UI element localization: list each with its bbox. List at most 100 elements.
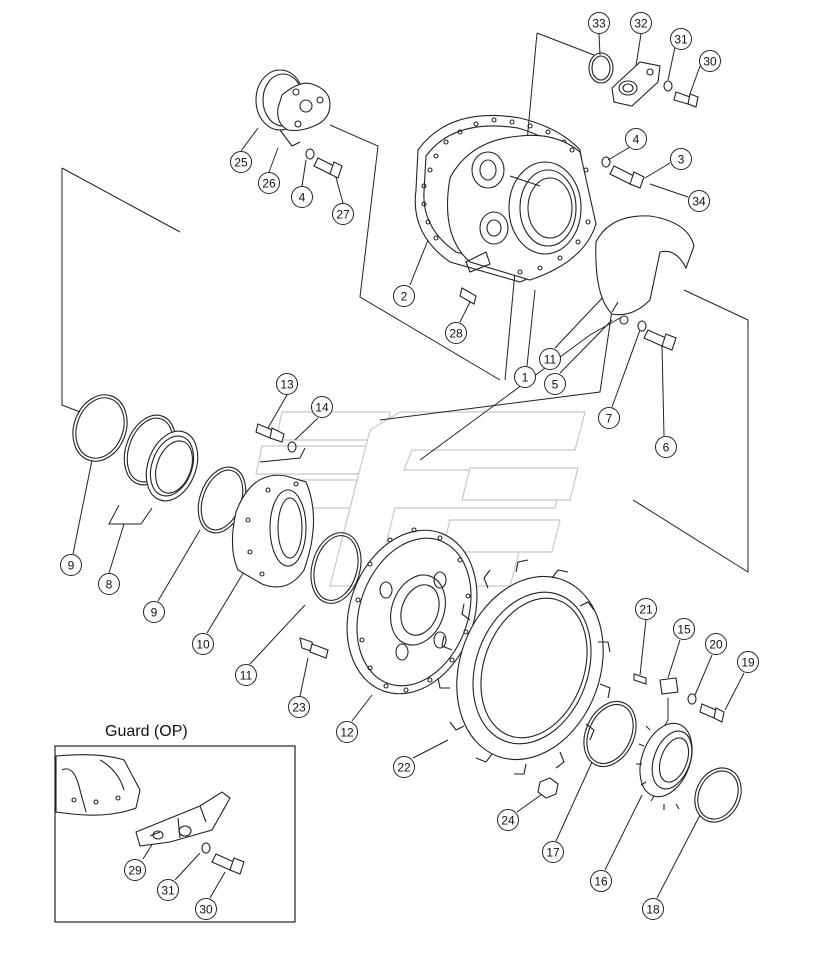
callout-circle [124,859,146,881]
callout-label: 3 [678,153,685,167]
callout-label: 11 [544,353,557,367]
callout-circle [98,573,120,595]
callout-circle [544,373,566,395]
callout-circle [539,348,561,370]
callout-label: 6 [663,441,670,455]
callout-label: 9 [68,559,75,573]
part-1-housing [447,134,597,281]
callout-c26: 26 [258,172,280,194]
callout-label: 30 [199,903,213,917]
callout-circle [258,172,280,194]
callout-c20: 20 [705,633,727,655]
callout-circle [143,601,165,623]
part-16-locknut [636,722,693,810]
callout-c19: 19 [737,651,759,673]
part-18-oring [694,767,742,823]
callout-c5: 5 [544,373,566,395]
callout-circle [332,203,354,225]
callout-label: 8 [106,578,113,592]
callout-c34: 34 [688,190,710,212]
callout-label: 23 [292,701,306,715]
callout-c32: 32 [630,12,652,34]
part-30-bolt [673,91,699,108]
part-4-washer [305,148,315,160]
callout-c4a: 4 [625,128,647,150]
part-23-bolt [299,637,329,659]
callout-circle [590,870,612,892]
callout-label: 13 [280,378,294,392]
callout-label: 28 [449,327,463,341]
callout-label: 16 [594,875,608,889]
callout-circle [699,50,721,72]
callout-label: 29 [128,864,142,878]
inset-title: Guard (OP) [105,723,188,740]
part-9-oring [72,394,128,462]
callout-c31b: 31 [157,879,179,901]
callout-label: 10 [196,638,210,652]
callout-c4b: 4 [291,186,313,208]
part-22-sprocket [437,559,611,775]
callout-circle [642,898,664,920]
callout-circle [157,879,179,901]
callout-c8: 8 [98,573,120,595]
part-10-retainer [231,474,315,588]
part-28-pin [459,287,477,305]
callout-circle [670,28,692,50]
callout-c24: 24 [497,809,519,831]
callout-label: 12 [340,726,354,740]
callout-label: 34 [692,195,706,209]
part-31-washer [663,80,673,92]
callout-circle [588,12,610,34]
part-19-bolt [699,703,725,723]
callout-c29: 29 [124,859,146,881]
callout-circle [542,841,564,863]
callout-label: 18 [646,903,660,917]
callout-c28: 28 [445,322,467,344]
callout-c9b: 9 [143,601,165,623]
callout-circle [737,651,759,673]
callout-circle [688,190,710,212]
callout-label: 30 [703,55,717,69]
callout-circle [445,322,467,344]
callout-label: 11 [240,669,253,683]
callout-circle [311,396,333,418]
callout-c7: 7 [598,407,620,429]
callout-c30a: 30 [699,50,721,72]
part-24-nut [537,777,559,799]
callout-circle [336,721,358,743]
callout-label: 20 [709,638,723,652]
callout-label: 27 [336,208,350,222]
part-6-bolt [643,329,677,351]
inset-washer-31 [201,842,211,854]
callout-label: 21 [639,603,653,617]
callout-label: 9 [151,606,158,620]
callout-c27: 27 [332,203,354,225]
callout-label: 25 [234,156,248,170]
callout-label: 31 [674,33,688,47]
callout-c15: 15 [673,618,695,640]
part-21-pin [633,673,647,685]
part-11-oring [310,532,362,604]
callout-circle [230,151,252,173]
part-17-oring [583,701,637,767]
callout-c11b: 11 [235,664,257,686]
callout-c31a: 31 [670,28,692,50]
part-20-washer [687,693,697,705]
watermark-logo [255,411,586,587]
part-11-guard [595,215,695,316]
callout-circle [655,436,677,458]
callout-circle [393,756,415,778]
callout-label: 22 [397,761,411,775]
callout-circle [288,696,310,718]
callout-label: 2 [401,290,408,304]
callout-label: 7 [606,412,613,426]
part-3-bolt [609,165,645,189]
callout-c33: 33 [588,12,610,34]
leader-lines [61,32,749,899]
part-8-floating-seal [123,414,199,502]
callout-label: 33 [592,17,606,31]
callout-label: 15 [677,623,691,637]
callout-c22: 22 [393,756,415,778]
part-32-bracket [611,61,661,107]
